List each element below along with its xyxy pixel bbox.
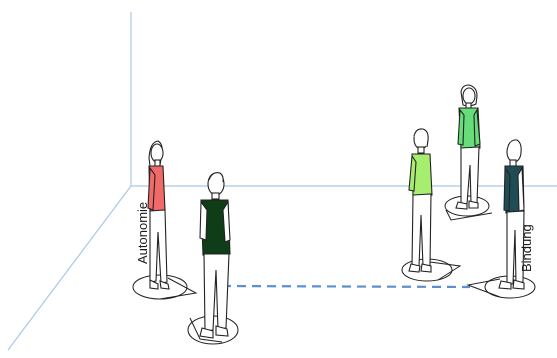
relation-dashed-line xyxy=(222,286,470,287)
autonomie-label: Autonomie xyxy=(135,202,150,264)
center-person-figure xyxy=(200,173,230,338)
green-back-person-figure xyxy=(456,85,480,209)
green-left-person-figure xyxy=(409,129,432,272)
autonomie-person-figure xyxy=(148,141,169,289)
room-floor-left-edge xyxy=(8,186,131,350)
bindung-label: Bindung xyxy=(519,224,534,272)
floor-markers xyxy=(133,196,535,344)
